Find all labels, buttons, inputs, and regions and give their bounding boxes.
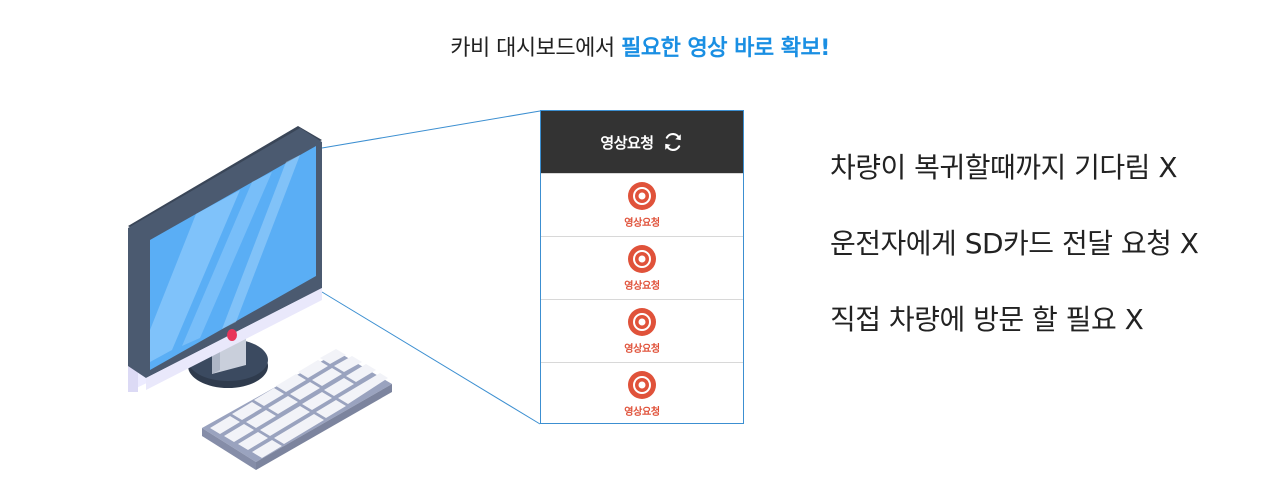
connector-line-bottom xyxy=(321,291,541,425)
monitor xyxy=(128,126,322,392)
keyboard xyxy=(202,349,392,470)
headline-accent: 필요한 영상 바로 확보! xyxy=(621,36,830,61)
record-icon[interactable] xyxy=(627,244,657,274)
record-icon[interactable] xyxy=(627,307,657,337)
benefit-item: 직접 차량에 방문 할 필요 X xyxy=(830,303,1144,336)
panel-header-label: 영상요청 xyxy=(600,133,654,152)
video-request-panel: 영상요청 영상요청 영상요청 영상요청 xyxy=(540,110,744,424)
video-request-label: 영상요청 xyxy=(624,344,660,355)
benefit-item: 차량이 복귀할때까지 기다림 X xyxy=(830,151,1178,184)
refresh-icon[interactable] xyxy=(662,131,684,153)
video-request-label: 영상요청 xyxy=(624,281,660,292)
record-icon[interactable] xyxy=(627,181,657,211)
headline: 카비 대시보드에서 필요한 영상 바로 확보! xyxy=(0,30,1280,62)
video-request-item[interactable]: 영상요청 xyxy=(541,362,743,423)
video-request-label: 영상요청 xyxy=(624,407,660,418)
video-request-item[interactable]: 영상요청 xyxy=(541,173,743,236)
video-request-label: 영상요청 xyxy=(624,218,660,229)
video-request-item[interactable]: 영상요청 xyxy=(541,299,743,362)
connector-line-top xyxy=(321,110,541,149)
headline-plain: 카비 대시보드에서 xyxy=(450,36,622,61)
benefit-list: 차량이 복귀할때까지 기다림 X 운전자에게 SD카드 전달 요청 X 직접 차… xyxy=(830,148,1199,376)
benefit-item: 운전자에게 SD카드 전달 요청 X xyxy=(830,227,1199,260)
video-request-item[interactable]: 영상요청 xyxy=(541,236,743,299)
panel-header: 영상요청 xyxy=(541,111,743,173)
record-icon[interactable] xyxy=(627,370,657,400)
